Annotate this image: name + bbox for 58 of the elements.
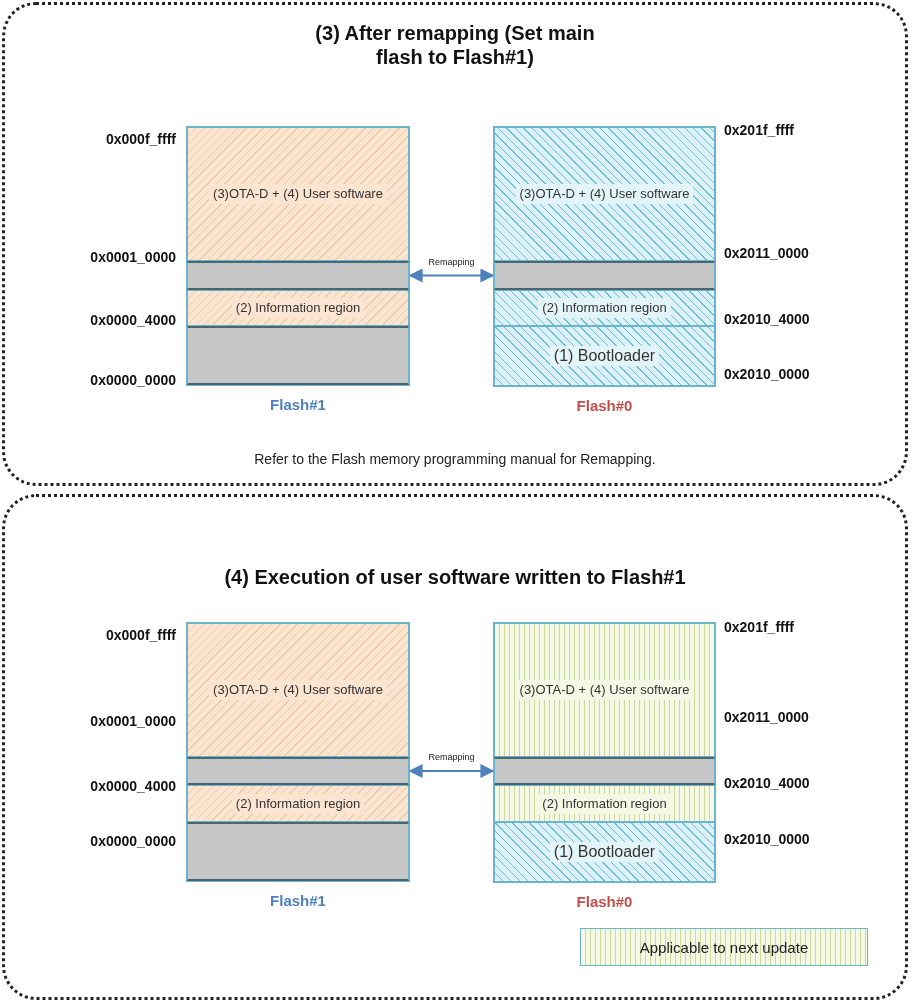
memory-name-label: Flash#0: [575, 893, 634, 910]
address-label: 0x201f_ffff: [724, 122, 795, 138]
region-label: (1) Bootloader: [549, 346, 660, 366]
address-label: 0x0001_0000: [89, 713, 176, 729]
address-label: 0x0000_4000: [89, 312, 176, 328]
memory-column: [186, 622, 410, 882]
dotted-panel: [2, 2, 908, 486]
memory-region: [494, 127, 715, 261]
reserved-region: [187, 326, 409, 385]
memory-column: [493, 126, 716, 387]
edge-label: Remapping: [427, 256, 476, 267]
region-label: (3)OTA-D + (4) User software: [209, 184, 387, 204]
region-label: (3)OTA-D + (4) User software: [209, 680, 387, 700]
region-label: (3)OTA-D + (4) User software: [515, 184, 694, 204]
reserved-region: [187, 822, 409, 881]
memory-name-label: Flash#1: [269, 892, 327, 909]
address-label: 0x0001_0000: [89, 249, 176, 265]
reserved-region: [494, 261, 715, 290]
memory-region: [187, 785, 409, 822]
region-label: (1) Bootloader: [549, 842, 660, 862]
double-arrow: [408, 268, 495, 283]
note-text: Refer to the Flash memory programming manual for Remapping.: [253, 451, 657, 467]
dotted-panel: [2, 494, 908, 1000]
address-label: 0x2010_4000: [724, 311, 810, 327]
panel-heading: (3) After remapping (Set main flash to Flash#1): [314, 21, 596, 69]
memory-region: [494, 290, 715, 326]
double-arrow: [408, 764, 495, 778]
reserved-region: [187, 757, 409, 785]
memory-region: [187, 623, 409, 757]
address-label: 0x2010_4000: [724, 775, 810, 791]
region-label: (2) Information region: [538, 298, 671, 318]
memory-region: [187, 290, 409, 326]
address-label: 0x0000_4000: [89, 778, 176, 794]
memory-region: [494, 785, 715, 822]
panel-heading: (4) Execution of user software written to Flash#1: [223, 565, 687, 589]
memory-region: [494, 822, 715, 882]
region-label: (2) Information region: [538, 793, 671, 814]
address-label: 0x000f_ffff: [104, 627, 176, 643]
memory-region: [187, 127, 409, 261]
region-label: (2) Information region: [231, 793, 365, 814]
memory-column: [493, 622, 716, 883]
address-label: 0x2010_0000: [724, 366, 810, 382]
reserved-region: [494, 757, 715, 785]
address-label: 0x2011_0000: [724, 709, 809, 725]
memory-name-label: Flash#1: [269, 396, 327, 413]
address-label: 0x2010_0000: [724, 831, 810, 847]
memory-region: [494, 326, 715, 386]
region-label: (2) Information region: [231, 298, 365, 318]
reserved-region: [187, 261, 409, 290]
address-label: 0x000f_ffff: [104, 131, 176, 147]
legend-text: Applicable to next update: [639, 938, 809, 956]
memory-column: [186, 126, 410, 386]
memory-region: [494, 623, 715, 757]
address-label: 0x2011_0000: [724, 245, 809, 261]
address-label: 0x0000_0000: [89, 372, 176, 388]
edge-label: Remapping: [427, 752, 476, 762]
address-label: 0x0000_0000: [89, 833, 176, 849]
memory-name-label: Flash#0: [575, 397, 634, 414]
